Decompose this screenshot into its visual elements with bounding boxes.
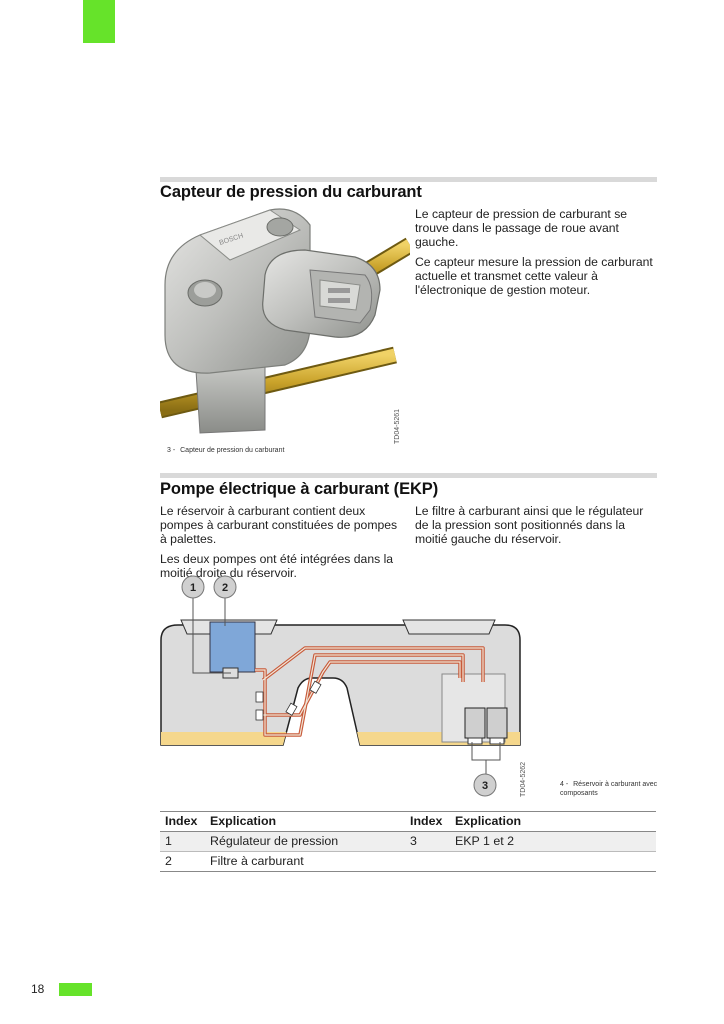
chapter-tab — [83, 0, 115, 43]
table-cell: 2 — [160, 851, 205, 872]
paragraph: Le filtre à carburant ainsi que le régul… — [415, 504, 644, 546]
svg-text:1: 1 — [190, 582, 196, 594]
callout-1: 1 — [181, 575, 205, 599]
figure-code: TD04-5262 — [520, 761, 527, 797]
caption-number: 3 - — [167, 447, 176, 454]
header-explanation: Explication — [205, 811, 405, 832]
fuel-tank-diagram: 1 2 3 — [160, 575, 521, 797]
header-explanation: Explication — [450, 811, 656, 832]
header-index: Index — [160, 811, 205, 832]
index-table: Index Explication Index Explication 1 Ré… — [160, 811, 656, 872]
caption-number: 4 - — [560, 781, 569, 788]
section2-right-text: Le filtre à carburant ainsi que le régul… — [415, 504, 660, 546]
table-cell — [450, 851, 656, 872]
callout-2: 2 — [213, 575, 237, 599]
table-cell: Régulateur de pression — [205, 831, 405, 852]
table-row: 2 Filtre à carburant — [160, 851, 656, 872]
page-number: 18 — [31, 982, 45, 996]
table-row: 1 Régulateur de pression 3 EKP 1 et 2 — [160, 831, 656, 852]
figure-caption: 3 - Capteur de pression du carburant — [167, 446, 284, 455]
caption-text: Capteur de pression du carburant — [180, 447, 285, 454]
table-cell: Filtre à carburant — [205, 851, 405, 872]
table-cell: 1 — [160, 831, 205, 852]
caption-text: Réservoir à carburant avec composants — [560, 781, 658, 797]
footer-tab — [59, 983, 92, 996]
table-cell: 3 — [405, 831, 450, 852]
figure-code: TD04-5261 — [394, 408, 401, 444]
section-title-pressure-sensor: Capteur de pression du carburant — [160, 183, 422, 201]
section2-left-text: Le réservoir à carburant contient deux p… — [160, 504, 405, 580]
section-title-fuel-pump: Pompe électrique à carburant (EKP) — [160, 480, 439, 498]
section-divider — [160, 473, 657, 478]
paragraph: Le réservoir à carburant contient deux p… — [160, 504, 398, 546]
paragraph: Les deux pompes ont été intégrées dans l… — [160, 552, 394, 580]
svg-text:2: 2 — [222, 582, 228, 594]
section-divider — [160, 177, 657, 182]
pressure-sensor-image: BOSCH — [160, 208, 410, 434]
paragraph: Ce capteur mesure la pression de carbura… — [415, 255, 653, 297]
section1-text: Le capteur de pression de carburant se t… — [415, 207, 660, 297]
figure-caption: 4 - Réservoir à carburant avec composant… — [560, 780, 660, 798]
svg-text:3: 3 — [482, 780, 488, 792]
callout-3: 3 — [473, 773, 497, 797]
paragraph: Le capteur de pression de carburant se t… — [415, 207, 628, 249]
table-cell: EKP 1 et 2 — [450, 831, 656, 852]
header-index: Index — [405, 811, 450, 832]
table-header: Index Explication Index Explication — [160, 811, 656, 832]
table-cell — [405, 851, 450, 872]
